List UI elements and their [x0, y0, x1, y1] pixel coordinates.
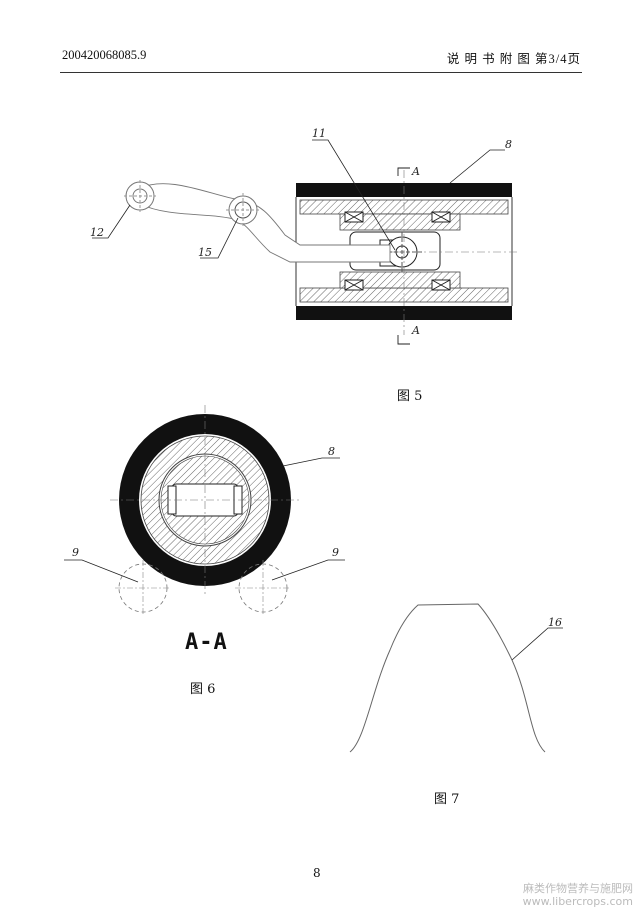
figure-6-caption: 图 6 [190, 682, 216, 697]
label-9-right: 9 [332, 546, 339, 559]
figure-7-drawing: 16 [349, 603, 563, 753]
label-section-a-bottom: A [411, 324, 420, 337]
label-section-a-top: A [411, 165, 420, 178]
header-rule [60, 72, 582, 73]
label-8: 8 [505, 138, 512, 151]
figure-7-caption: 图 7 [434, 792, 460, 807]
figure-5-drawing: 11 8 12 15 A A [90, 127, 520, 345]
watermark-line-1: 麻类作物营养与施肥网 [523, 882, 633, 895]
roller-bottom-wall [296, 306, 512, 320]
label-16: 16 [548, 616, 562, 629]
watermark: 麻类作物营养与施肥网 www.libercrops.com [523, 882, 633, 908]
figure-6-drawing: 8 9 9 [64, 405, 345, 616]
label-15: 15 [198, 246, 212, 259]
sheet-title: 说 明 书 附 图 第3/4页 [446, 52, 581, 66]
label-11: 11 [312, 127, 326, 140]
label-8-fig6: 8 [328, 445, 335, 458]
watermark-line-2: www.libercrops.com [522, 895, 633, 908]
label-12: 12 [90, 226, 104, 239]
patent-number: 200420068085.9 [62, 48, 147, 62]
label-9-left: 9 [72, 546, 79, 559]
section-label: A-A [185, 630, 228, 655]
page-number: 8 [313, 866, 321, 880]
figure-5-caption: 图 5 [397, 389, 423, 404]
